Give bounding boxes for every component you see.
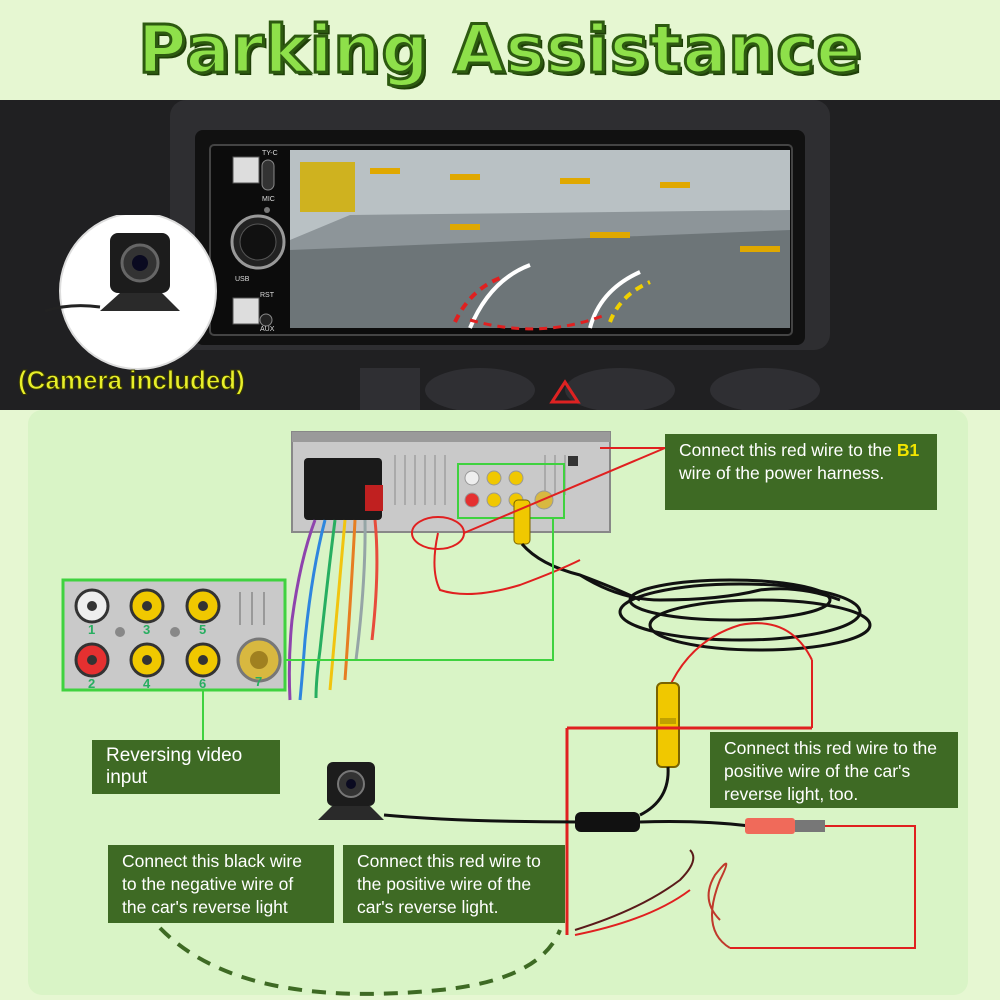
port-number-1: 1 xyxy=(88,622,96,637)
note-red-wire: Connect this red wire to the positive wi… xyxy=(343,845,565,923)
port-number-4: 4 xyxy=(143,676,151,691)
port-number-5: 5 xyxy=(199,622,207,637)
camera-caption: (Camera included) xyxy=(18,365,246,396)
note-reverse-light-too: Connect this red wire to the positive wi… xyxy=(710,732,958,808)
page-title: Parking Assistance xyxy=(137,10,863,90)
mic-label: MIC xyxy=(262,196,275,203)
camera-photo xyxy=(44,215,217,370)
note-b1-wire: Connect this red wire to the B1 wire of … xyxy=(665,434,937,510)
note-b1-pre: Connect this red wire to the xyxy=(679,440,897,460)
title-banner: Parking Assistance xyxy=(0,0,1000,100)
port-number-3: 3 xyxy=(143,622,151,637)
note-b1-highlight: B1 xyxy=(896,440,920,460)
port-number-7: 7 xyxy=(255,674,263,689)
dashboard-photo: TY-C MIC USB RST AUX xyxy=(0,100,1000,410)
usb-label: USB xyxy=(235,276,250,283)
typec-label: TY-C xyxy=(262,150,278,157)
note-reversing-video: Reversing video input xyxy=(92,740,280,794)
note-black-wire: Connect this black wire to the negative … xyxy=(108,845,334,923)
port-number-2: 2 xyxy=(88,676,96,691)
dashboard-illustration xyxy=(0,100,1000,410)
port-number-6: 6 xyxy=(199,676,207,691)
rst-label: RST xyxy=(260,292,274,299)
note-b1-post: wire of the power harness. xyxy=(679,463,885,483)
aux-label: AUX xyxy=(260,326,275,333)
